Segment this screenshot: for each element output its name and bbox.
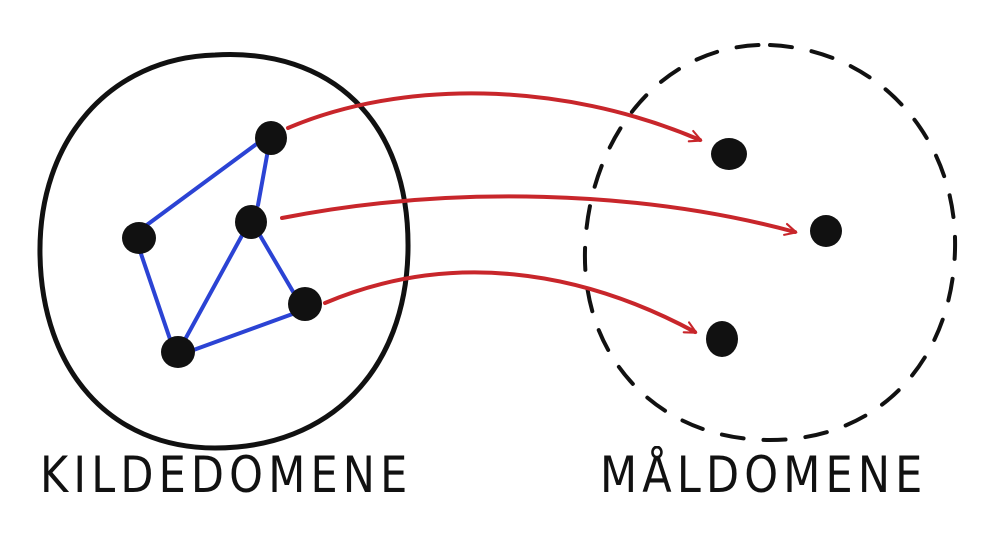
target-domain-label: MÅLDOMENE <box>600 446 928 504</box>
target-nodes <box>706 138 842 357</box>
edge-lowerright-bottom <box>186 310 300 354</box>
edge-left-bottom <box>136 243 174 347</box>
edge-top-middle <box>256 148 270 207</box>
target-node-top <box>711 138 747 170</box>
source-graph-edges <box>136 138 300 354</box>
edge-top-left <box>138 138 264 232</box>
mapping-arrow-bottom <box>323 270 698 334</box>
source-node-bottom <box>161 336 195 368</box>
source-domain-boundary <box>37 52 411 451</box>
mapping-arrow-middle <box>280 194 798 236</box>
source-node-left <box>122 222 156 254</box>
edge-middle-bottom <box>180 228 247 347</box>
target-domain-boundary <box>582 42 958 443</box>
target-node-middle <box>810 215 842 247</box>
source-node-top <box>255 121 287 155</box>
mapping-arrows <box>280 91 798 334</box>
source-domain-label: KILDEDOMENE <box>40 446 413 504</box>
source-node-lower-right <box>288 287 322 321</box>
mapping-arrow-top <box>286 91 703 143</box>
source-node-middle <box>235 205 267 239</box>
edge-middle-lowerright <box>256 230 297 297</box>
target-node-bottom <box>706 321 738 357</box>
source-nodes <box>122 121 322 368</box>
